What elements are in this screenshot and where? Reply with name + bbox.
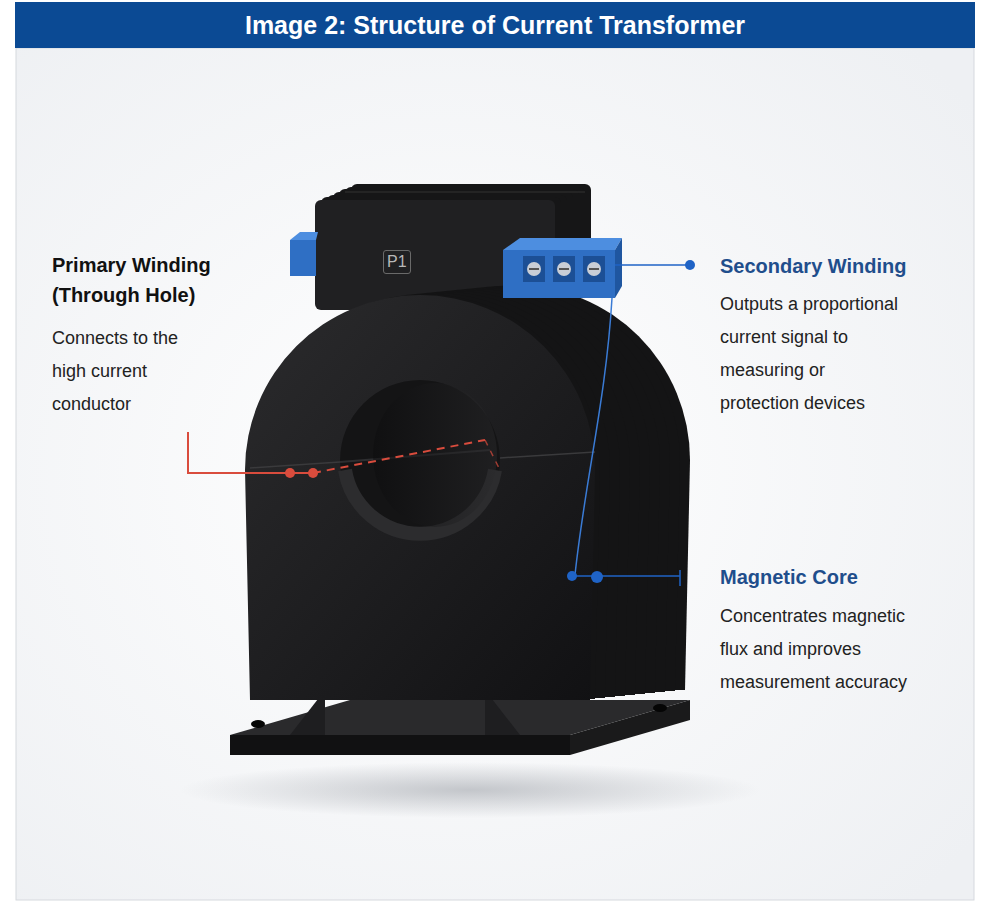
- secondary-leader-line: [575, 260, 695, 575]
- front-seam-right: [500, 452, 595, 458]
- callout-heading: Secondary Winding: [720, 252, 960, 280]
- title-text: Image 2: Structure of Current Transforme…: [15, 2, 975, 48]
- core-front-face: [245, 295, 595, 700]
- callout-body: Outputs a proportional current signal to…: [720, 288, 908, 420]
- callout-heading: Primary Winding (Through Hole): [52, 250, 247, 310]
- terminal-marking: P1: [383, 250, 411, 274]
- hole-depth: [373, 383, 497, 527]
- floor-shadow: [180, 762, 760, 818]
- title-band: [15, 2, 975, 48]
- primary-terminal: [290, 232, 318, 276]
- front-seam-left: [250, 462, 340, 468]
- core-leader-line: [567, 570, 680, 586]
- housing-seam: [345, 192, 585, 193]
- callout-body: Concentrates magnetic flux and improves …: [720, 600, 912, 699]
- panel-background: [16, 48, 974, 900]
- callout-body: Connects to the high current conductor: [52, 322, 182, 421]
- secondary-terminal: [503, 238, 622, 298]
- callout-heading: Magnetic Core: [720, 563, 960, 591]
- primary-leader-line: [188, 432, 500, 478]
